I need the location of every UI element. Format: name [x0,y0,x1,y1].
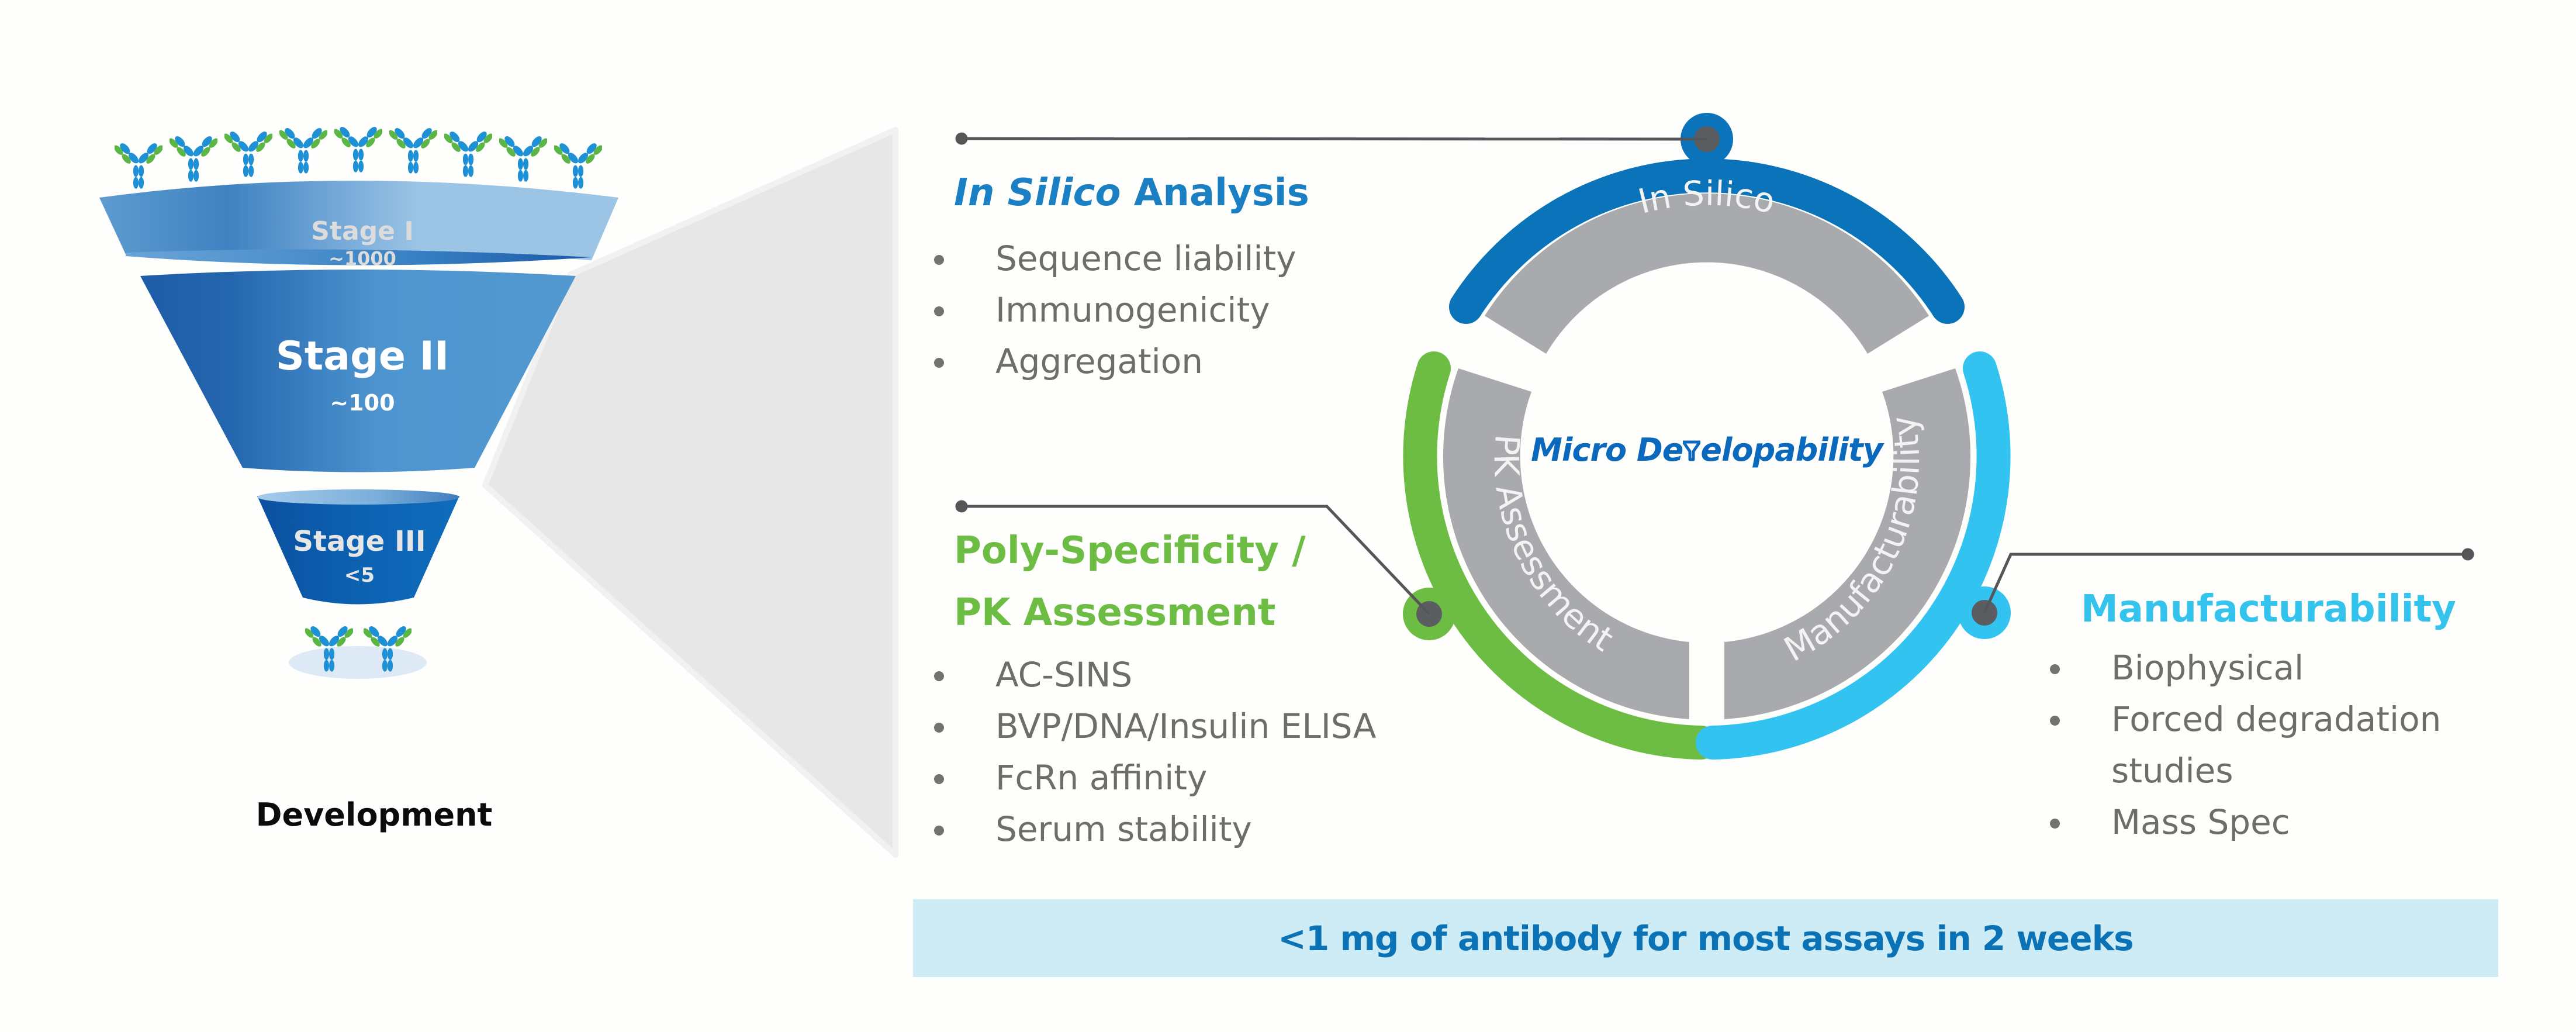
manufacturability-list: Biophysical Forced degradation studies M… [2050,642,2441,848]
list-item: Immunogenicity [934,284,1296,336]
funnel-stage-2 [140,270,576,472]
list-item: Forced degradation [2050,693,2441,745]
stage-2-count: ~100 [330,390,395,416]
stage-3-title: Stage III [293,525,426,558]
development-label: Development [255,796,493,833]
micro-developability-title: Micro De elopability [1531,432,1883,468]
summary-banner-text: <1 mg of antibody for most assays in 2 w… [1278,918,2134,958]
micro-developability-wheel: In Silico PK Assessment Manufacturabilit… [1403,113,2011,760]
list-item: FcRn affinity [934,752,1376,803]
list-item: Biophysical [2050,642,2441,693]
list-item: AC-SINS [934,649,1376,700]
stage-1-title: Stage I [311,216,414,246]
development-platform [289,646,427,679]
pk-list: AC-SINS BVP/DNA/Insulin ELISA FcRn affin… [934,649,1376,855]
leader-lines [955,132,2474,615]
summary-banner: <1 mg of antibody for most assays in 2 w… [913,899,2498,977]
stage-2-label: Stage II ~100 [246,333,479,416]
in-silico-list: Sequence liability Immunogenicity Aggreg… [934,233,1296,387]
list-item: BVP/DNA/Insulin ELISA [934,700,1376,752]
list-item: Sequence liability [934,233,1296,284]
stage-3-count: <5 [344,564,375,587]
pk-heading-line-1: Poly-Specificity / [954,529,1306,572]
list-item-continuation: studies [2111,751,2233,791]
stage-2-title: Stage II [275,333,449,379]
funnel-stage-1 [99,181,618,265]
pk-heading-line-2: PK Assessment [954,591,1276,634]
manufacturability-heading: Manufacturability [2081,588,2456,631]
funnel-stage-3 [257,489,459,605]
stage-3-label: Stage III <5 [275,525,444,587]
list-item: Aggregation [934,336,1296,387]
in-silico-heading: In Silico Analysis [954,171,1309,215]
list-item: Mass Spec [2050,796,2441,848]
stage-1-label: Stage I ~1000 [275,216,450,270]
funnel-v-icon [1682,434,1702,461]
list-item: Serum stability [934,803,1376,855]
zoom-wedge [482,127,898,858]
antibody-row-top [115,123,602,189]
stage-1-count: ~1000 [329,247,396,270]
